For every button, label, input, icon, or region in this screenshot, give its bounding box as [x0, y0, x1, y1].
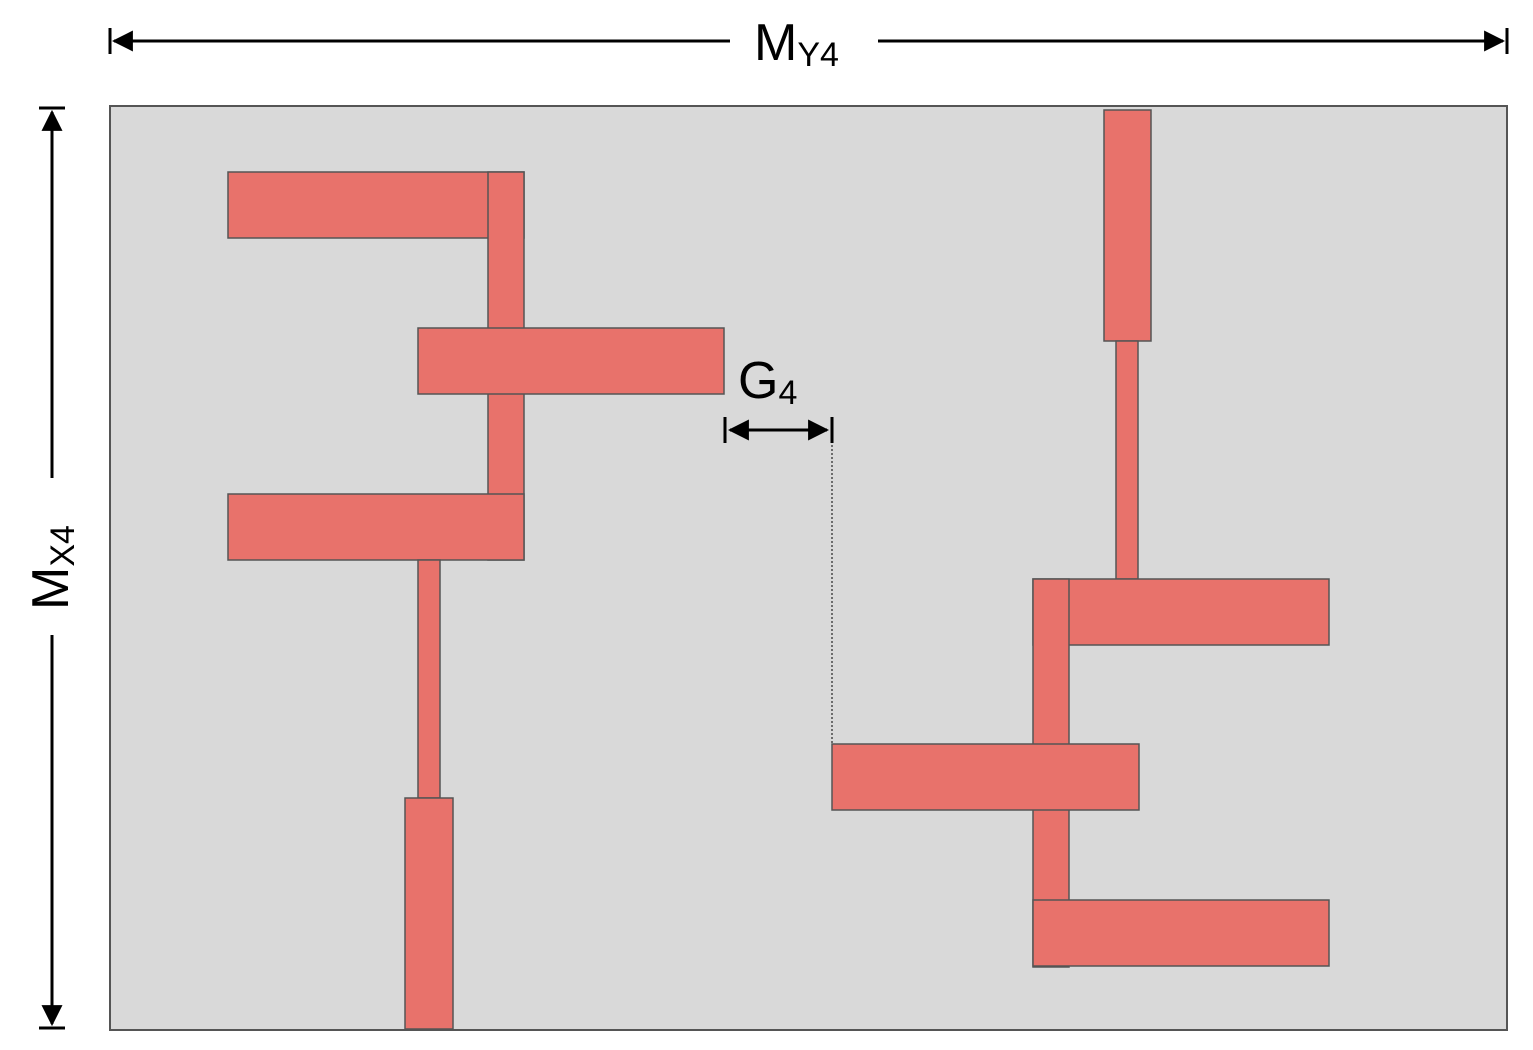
height-dimension: MX4: [22, 106, 82, 1030]
substrate-board: [109, 105, 1508, 1031]
right-bottom-arm: [1032, 899, 1330, 967]
left-top-arm: [227, 171, 525, 239]
left-feed-line-thin: [417, 559, 441, 799]
gap-label: G4: [738, 352, 797, 412]
height-label: MX4: [22, 525, 82, 610]
width-dimension: MY4: [108, 14, 1509, 74]
right-resonator: [831, 109, 1330, 968]
right-top-arm: [1032, 578, 1330, 646]
gap-dimension: G4: [723, 352, 834, 744]
left-feed-port: [404, 797, 454, 1030]
left-resonator: [227, 171, 725, 1030]
right-feed-port: [1103, 109, 1152, 342]
width-label: MY4: [754, 14, 839, 74]
right-feed-line-thin: [1115, 340, 1139, 580]
left-middle-arm: [417, 327, 725, 395]
left-bottom-arm: [227, 493, 525, 561]
right-middle-arm: [831, 743, 1140, 811]
